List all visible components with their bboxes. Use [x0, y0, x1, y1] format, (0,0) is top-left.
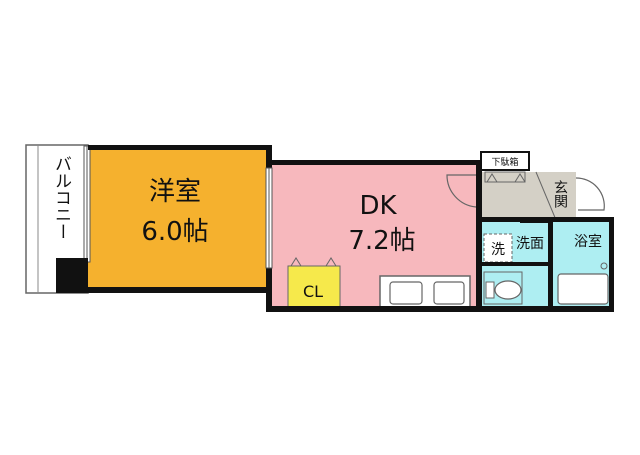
- closet-label: CL: [303, 282, 323, 301]
- western-room-name: 洋室: [149, 177, 201, 207]
- entrance-label: 玄関: [552, 179, 568, 209]
- entrance: 玄関: [479, 171, 605, 221]
- shoe-box-label: 下駄箱: [491, 156, 518, 168]
- front-door: [575, 177, 605, 211]
- shoe-box: 下駄箱: [480, 151, 530, 183]
- toilet: [483, 271, 523, 305]
- dk-room-size: 7.2帖: [348, 226, 415, 256]
- bathroom: 浴室: [552, 222, 612, 308]
- dk-room-name: DK: [359, 191, 397, 221]
- door-swing: [446, 174, 478, 208]
- washer-label: 洗: [491, 242, 505, 258]
- washroom-label: 洗面: [516, 236, 544, 252]
- closet: CL: [287, 257, 341, 309]
- western-room: 洋室 6.0帖: [83, 145, 271, 290]
- faucet: [600, 262, 608, 270]
- bathtub: [557, 273, 609, 305]
- kitchen-counter: [379, 275, 471, 309]
- balcony-label: バルコニー: [51, 155, 71, 240]
- western-room-size: 6.0帖: [141, 217, 208, 247]
- bathroom-label: 浴室: [574, 233, 602, 250]
